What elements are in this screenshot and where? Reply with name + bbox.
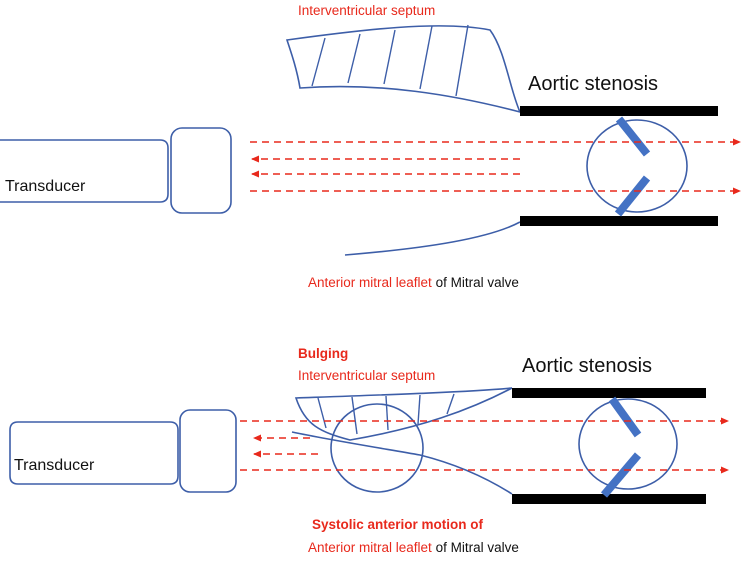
top-aortic-valve-ring	[586, 119, 688, 213]
bottom-septum-label: Interventricular septum	[298, 368, 436, 383]
bottom-ultrasound-beams	[240, 417, 729, 474]
top-aortic-cusp-upper	[615, 116, 651, 157]
bottom-transducer-head	[179, 409, 237, 493]
top-septum-hatching	[311, 24, 469, 97]
bottom-transducer-body	[9, 421, 179, 485]
top-aortic-stenosis-label: Aortic stenosis	[528, 73, 659, 95]
bottom-transducer-label: Transducer	[14, 457, 95, 474]
bottom-leaflet-caption: Anterior mitral leaflet of Mitral valve	[308, 541, 519, 555]
top-transducer-label: Transducer	[5, 178, 86, 195]
top-septum-label: Interventricular septum	[298, 3, 436, 18]
bottom-panel	[9, 387, 729, 504]
top-leaflet-label: Anterior mitral leaflet	[308, 275, 432, 290]
top-leaflet-caption: Anterior mitral leaflet of Mitral valve	[308, 276, 519, 290]
bottom-aortic-cusp-lower	[600, 452, 642, 498]
top-ultrasound-beams	[250, 138, 741, 195]
bottom-sam-label: Systolic anterior motion of	[312, 517, 484, 532]
bottom-lvot-obstruction-circle	[330, 403, 424, 493]
top-aortic-wall-lower	[520, 216, 718, 226]
top-leaflet-suffix: of Mitral valve	[435, 275, 519, 290]
bottom-septum-hatching	[317, 393, 455, 435]
bottom-leaflet-suffix: of Mitral valve	[435, 540, 519, 555]
bottom-mitral-leaflet	[291, 431, 513, 495]
top-transducer-head	[170, 127, 232, 214]
bottom-aortic-wall-upper	[512, 388, 706, 398]
top-aortic-wall-upper	[520, 106, 718, 116]
top-transducer-body	[0, 139, 169, 203]
top-aortic-cusp-lower	[614, 175, 651, 217]
top-septum-outline	[285, 25, 522, 114]
bottom-septum-outline	[294, 387, 513, 441]
bottom-aortic-valve-ring	[578, 398, 678, 490]
top-panel	[0, 24, 741, 256]
bottom-aortic-stenosis-label: Aortic stenosis	[522, 355, 653, 377]
bottom-aortic-wall-lower	[512, 494, 706, 504]
bottom-aortic-cusp-upper	[608, 396, 642, 438]
bottom-leaflet-label: Anterior mitral leaflet	[308, 540, 432, 555]
bottom-bulging-label: Bulging	[298, 346, 349, 361]
top-mitral-leaflet	[344, 221, 521, 256]
